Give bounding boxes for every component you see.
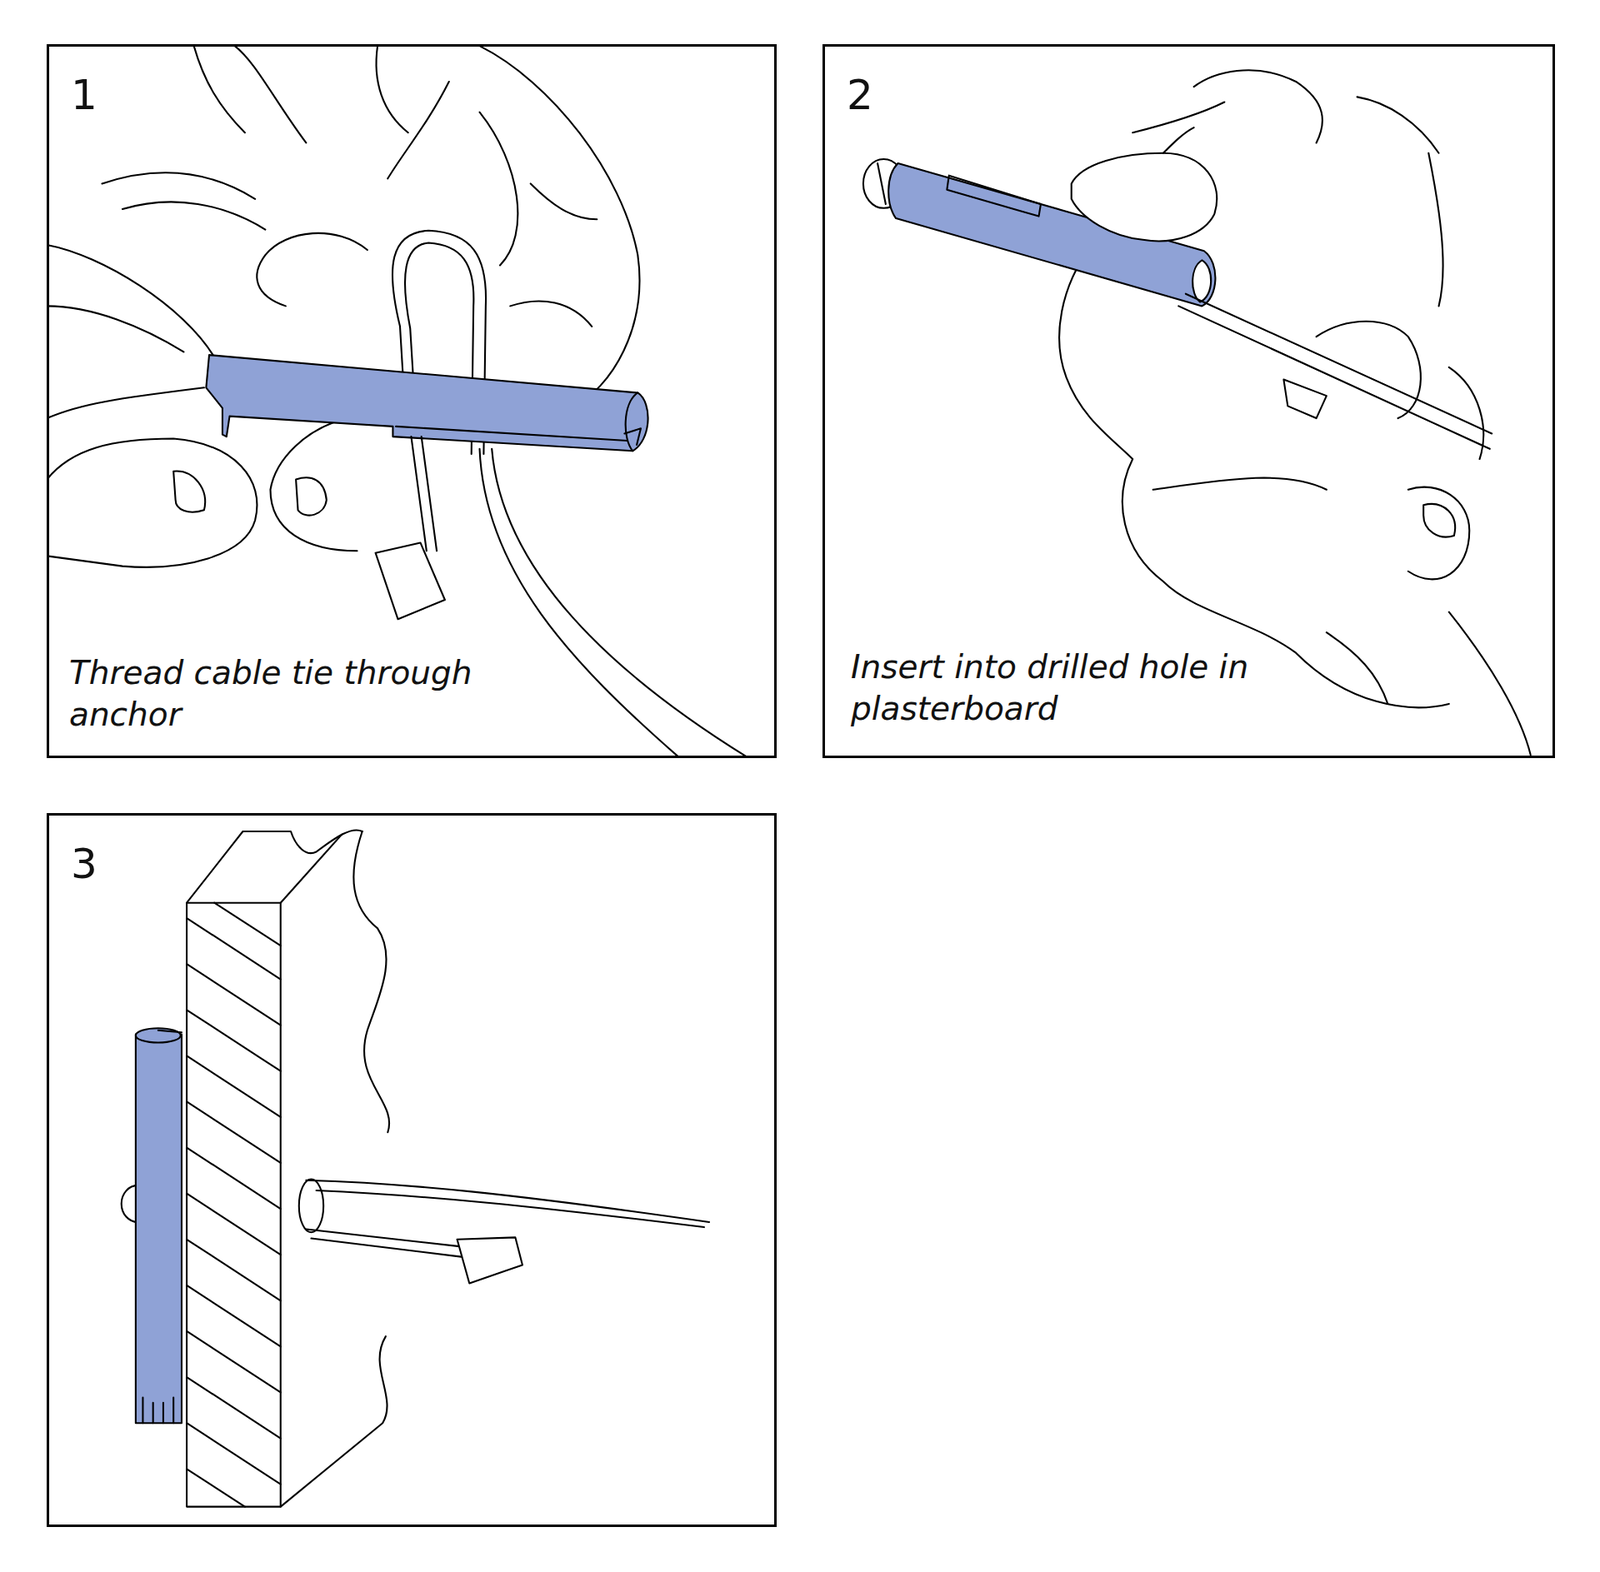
hands-illustration-part	[101, 172, 255, 199]
cable-tie-part	[421, 436, 437, 551]
hand-illustration-part	[1326, 632, 1388, 705]
cable-tie	[1178, 294, 1492, 450]
plasterboard-part	[186, 1331, 281, 1393]
hands-illustration-part	[46, 387, 205, 419]
plasterboard-part	[214, 903, 281, 946]
hands-illustration-part	[510, 300, 592, 326]
anchor-part	[624, 428, 641, 445]
hands-illustration-part	[122, 201, 265, 230]
cable-tie-part	[316, 1190, 705, 1228]
plasterboard-part	[186, 1285, 281, 1347]
cable-tie-part	[457, 1237, 523, 1284]
hand-illustration-part	[1357, 96, 1440, 153]
cable-tie	[375, 436, 748, 757]
plasterboard-part	[280, 835, 342, 904]
hand-illustration-part	[1163, 127, 1195, 154]
plasterboard-part	[186, 1010, 281, 1071]
cable-tie-part	[305, 1230, 461, 1248]
hand-illustration-part	[1423, 504, 1455, 538]
plasterboard-part	[186, 964, 281, 1025]
anchor	[121, 1028, 182, 1424]
plasterboard-part	[186, 1240, 281, 1301]
plasterboard-part	[186, 1423, 281, 1485]
step-number: 2	[846, 68, 947, 122]
step-number: 3	[70, 837, 171, 891]
plasterboard-part	[186, 1055, 281, 1117]
hands-illustration-part	[480, 112, 519, 266]
plasterboard-part	[280, 1336, 388, 1507]
cable-tie-part	[299, 1180, 324, 1234]
hands-illustration-part	[46, 305, 184, 352]
hands-illustration-part	[270, 418, 357, 551]
cable-tie-part	[1178, 305, 1490, 449]
anchor-part	[946, 175, 1041, 217]
plasterboard-part	[186, 918, 281, 980]
hands-illustration-part	[387, 81, 449, 179]
cable-tie-part	[1185, 294, 1492, 435]
plasterboard-part	[186, 1469, 245, 1507]
plasterboard-part	[186, 903, 281, 1508]
cable-tie-part	[375, 542, 445, 620]
anchor	[205, 355, 648, 451]
anchor-part	[395, 426, 628, 441]
anchor-part	[205, 355, 648, 451]
anchor-part	[158, 1030, 182, 1033]
plasterboard	[186, 830, 390, 1507]
hand-illustration-part	[1153, 478, 1327, 490]
hand-illustration-part	[1132, 101, 1225, 133]
cable-tie-part	[491, 449, 747, 758]
hand-illustration-part	[1449, 367, 1484, 460]
cable-tie-part	[1283, 380, 1326, 420]
hand-illustration-part	[1449, 612, 1531, 755]
step-panel: 3	[46, 813, 777, 1528]
cable-tie	[299, 1180, 710, 1285]
plasterboard-part	[186, 1377, 281, 1439]
anchor-part	[877, 163, 886, 205]
plasterboard-part	[186, 1101, 281, 1163]
step-panel: 1Thread cable tie through anchor	[46, 44, 777, 759]
plasterboard-part	[353, 831, 390, 1133]
anchor-part	[142, 1398, 174, 1425]
hands-illustration-part	[173, 471, 205, 513]
hands-illustration-part	[256, 233, 367, 306]
hand-illustration-part	[1316, 321, 1421, 419]
hands-illustration-part	[376, 45, 409, 133]
plasterboard-part	[186, 1148, 281, 1210]
step-number: 1	[70, 68, 171, 122]
hand-illustration-part	[1428, 153, 1443, 307]
hand-illustration-part	[1408, 487, 1470, 580]
cable-tie-part	[480, 449, 680, 758]
hands-illustration-part	[46, 245, 215, 358]
hand-illustration-part	[1059, 245, 1450, 708]
step-caption: Thread cable tie through anchor	[69, 652, 578, 736]
step-panel: 2Insert into drilled hole in plasterboar…	[822, 44, 1555, 759]
hands-illustration-part	[295, 477, 327, 515]
hand-illustration-part	[1071, 153, 1218, 242]
hands-illustration-part	[530, 183, 598, 220]
anchor-part	[1192, 260, 1211, 302]
hands-illustration-part	[194, 45, 245, 133]
hand-illustration	[1071, 127, 1218, 241]
hands-illustration-part	[235, 45, 307, 143]
anchor-part	[625, 392, 639, 451]
cable-tie-part	[310, 1239, 461, 1258]
step-caption: Insert into drilled hole in plasterboard	[850, 646, 1285, 730]
cable-tie-part	[305, 1180, 710, 1223]
hands-illustration	[46, 45, 640, 568]
anchor-part	[135, 1035, 182, 1425]
plasterboard-part	[186, 1194, 281, 1255]
hands-illustration-part	[46, 439, 257, 568]
hands-illustration-part	[480, 45, 640, 409]
plasterboard-part	[186, 830, 363, 903]
